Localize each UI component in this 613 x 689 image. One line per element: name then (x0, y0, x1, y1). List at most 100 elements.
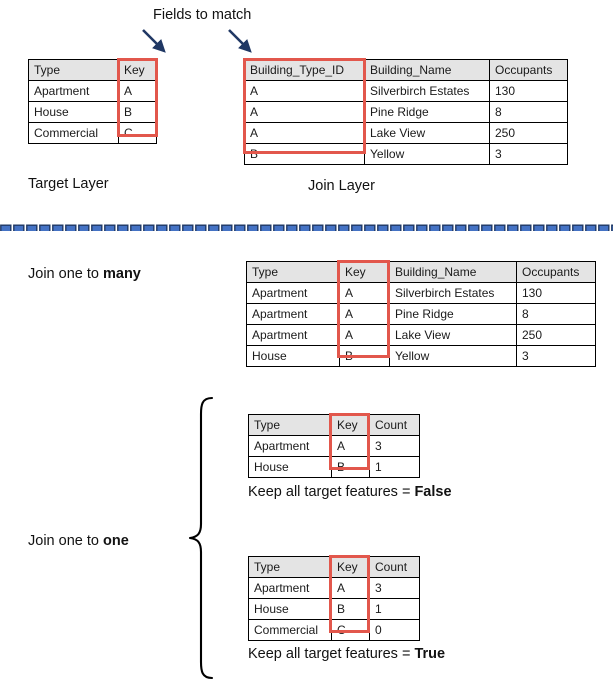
cell-type: Apartment (246, 282, 340, 304)
cell-count: 3 (369, 577, 420, 599)
cell-key: A (118, 80, 157, 102)
cell-type: Commercial (248, 619, 332, 641)
cell-building-name: Lake View (389, 324, 517, 346)
table-row: House B Yellow 3 (246, 345, 596, 367)
cell-occupants: 130 (516, 282, 596, 304)
column-header-building-type-id: Building_Type_ID (244, 59, 365, 81)
cell-occupants: 3 (516, 345, 596, 367)
table-header-row: Type Key Building_Name Occupants (246, 261, 596, 283)
one-to-one-false-result-table: Type Key Count Apartment A 3 House B 1 (248, 414, 420, 478)
cell-building-name: Silverbirch Estates (389, 282, 517, 304)
table-row: House B 1 (248, 456, 420, 478)
cell-type: Commercial (28, 122, 119, 144)
cell-key: A (339, 282, 390, 304)
table-header-row: Type Key Count (248, 556, 420, 578)
cell-building-name: Pine Ridge (389, 303, 517, 325)
cell-building-name: Silverbirch Estates (364, 80, 490, 102)
cell-count: 3 (369, 435, 420, 457)
cell-building-type-id: B (244, 143, 365, 165)
column-header-building-name: Building_Name (364, 59, 490, 81)
join-layer-caption: Join Layer (308, 178, 375, 194)
table-row: House B (28, 101, 157, 123)
target-layer-table-wrap: Type Key Apartment A House B Commercial … (28, 59, 157, 144)
table-row: Commercial C 0 (248, 619, 420, 641)
keep-all-target-features-false-label: Keep all target features = False (248, 484, 452, 501)
one-to-one-true-result-table: Type Key Count Apartment A 3 House B 1 C… (248, 556, 420, 641)
cell-key: C (118, 122, 157, 144)
table-row: Apartment A 3 (248, 435, 420, 457)
cell-type: Apartment (246, 303, 340, 325)
column-header-type: Type (246, 261, 340, 283)
join-one-to-one-label: Join one to one (28, 533, 129, 550)
column-header-type: Type (28, 59, 119, 81)
table-row: A Pine Ridge 8 (244, 101, 568, 123)
cell-key: B (331, 456, 370, 478)
cell-type: House (246, 345, 340, 367)
join-layer-table: Building_Type_ID Building_Name Occupants… (244, 59, 568, 165)
arrow-down-right-icon-left (142, 29, 166, 53)
cell-occupants: 3 (489, 143, 568, 165)
table-row: A Silverbirch Estates 130 (244, 80, 568, 102)
column-header-count: Count (369, 556, 420, 578)
cell-key: B (118, 101, 157, 123)
table-row: Apartment A (28, 80, 157, 102)
table-row: B Yellow 3 (244, 143, 568, 165)
join-layer-table-wrap: Building_Type_ID Building_Name Occupants… (244, 59, 568, 165)
cell-key: A (339, 303, 390, 325)
column-header-count: Count (369, 414, 420, 436)
cell-building-name: Yellow (389, 345, 517, 367)
cell-key: A (331, 577, 370, 599)
one-to-many-table-wrap: Type Key Building_Name Occupants Apartme… (246, 261, 596, 367)
cell-occupants: 250 (516, 324, 596, 346)
table-header-row: Type Key (28, 59, 157, 81)
cell-building-type-id: A (244, 101, 365, 123)
table-header-row: Building_Type_ID Building_Name Occupants (244, 59, 568, 81)
dashed-divider-icon (0, 221, 613, 231)
table-row: Apartment A Pine Ridge 8 (246, 303, 596, 325)
cell-count: 0 (369, 619, 420, 641)
join-one-to-one-emphasis: one (102, 533, 129, 549)
column-header-occupants: Occupants (516, 261, 596, 283)
cell-key: C (331, 619, 370, 641)
column-header-type: Type (248, 414, 332, 436)
keep-false-prefix: Keep all target features = (248, 484, 415, 500)
target-layer-caption: Target Layer (28, 176, 109, 192)
keep-all-target-features-true-label: Keep all target features = True (248, 646, 445, 663)
column-header-key: Key (331, 556, 370, 578)
join-one-to-one-prefix: Join one to (28, 533, 103, 549)
cell-type: House (28, 101, 119, 123)
cell-type: Apartment (28, 80, 119, 102)
join-one-to-many-label: Join one to many (28, 266, 141, 283)
table-row: Apartment A 3 (248, 577, 420, 599)
one-to-one-false-table-wrap: Type Key Count Apartment A 3 House B 1 (248, 414, 420, 478)
cell-occupants: 250 (489, 122, 568, 144)
table-row: House B 1 (248, 598, 420, 620)
column-header-type: Type (248, 556, 332, 578)
cell-count: 1 (369, 456, 420, 478)
fields-to-match-label: Fields to match (153, 7, 252, 23)
keep-true-value: True (414, 646, 446, 662)
cell-type: House (248, 598, 332, 620)
join-one-to-many-emphasis: many (102, 266, 141, 282)
table-row: Apartment A Lake View 250 (246, 324, 596, 346)
cell-key: B (331, 598, 370, 620)
column-header-occupants: Occupants (489, 59, 568, 81)
cell-type: Apartment (248, 577, 332, 599)
table-header-row: Type Key Count (248, 414, 420, 436)
keep-false-value: False (414, 484, 452, 500)
cell-type: Apartment (248, 435, 332, 457)
cell-type: House (248, 456, 332, 478)
cell-building-name: Lake View (364, 122, 490, 144)
column-header-key: Key (339, 261, 390, 283)
cell-building-name: Pine Ridge (364, 101, 490, 123)
one-to-one-true-table-wrap: Type Key Count Apartment A 3 House B 1 C… (248, 556, 420, 641)
table-row: Commercial C (28, 122, 157, 144)
cell-building-name: Yellow (364, 143, 490, 165)
one-to-many-result-table: Type Key Building_Name Occupants Apartme… (246, 261, 596, 367)
table-row: A Lake View 250 (244, 122, 568, 144)
cell-building-type-id: A (244, 122, 365, 144)
join-one-to-many-prefix: Join one to (28, 266, 103, 282)
cell-key: A (339, 324, 390, 346)
cell-building-type-id: A (244, 80, 365, 102)
column-header-building-name: Building_Name (389, 261, 517, 283)
